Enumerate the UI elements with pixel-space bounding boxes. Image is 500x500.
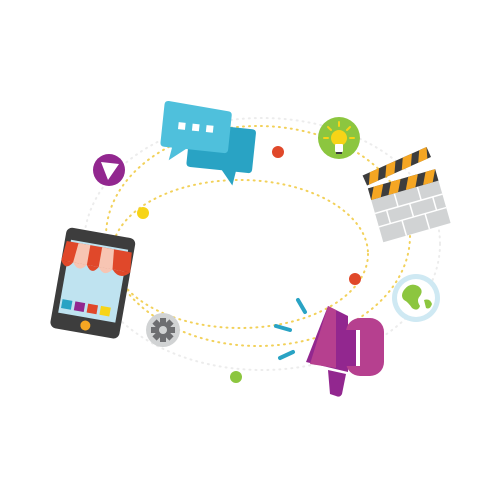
inner-orbit xyxy=(111,179,369,329)
outer-orbit-faint xyxy=(83,117,441,371)
lightbulb-icon xyxy=(318,117,360,159)
yellow-dot xyxy=(137,207,149,219)
product-tiles xyxy=(61,299,111,317)
orbit-rings xyxy=(83,117,441,371)
play-icon xyxy=(93,154,125,186)
chat-bubbles-icon xyxy=(160,100,256,186)
megaphone-icon xyxy=(274,298,384,397)
smartphone-shop-icon xyxy=(50,227,136,339)
red-dot xyxy=(349,273,361,285)
globe-icon xyxy=(392,274,440,322)
accent-dots xyxy=(137,146,361,383)
shop-awning xyxy=(61,240,132,276)
red-dot xyxy=(272,146,284,158)
clapperboard-icon xyxy=(362,147,451,243)
outer-orbit xyxy=(105,125,411,347)
gear-icon xyxy=(146,313,180,347)
green-dot xyxy=(230,371,242,383)
